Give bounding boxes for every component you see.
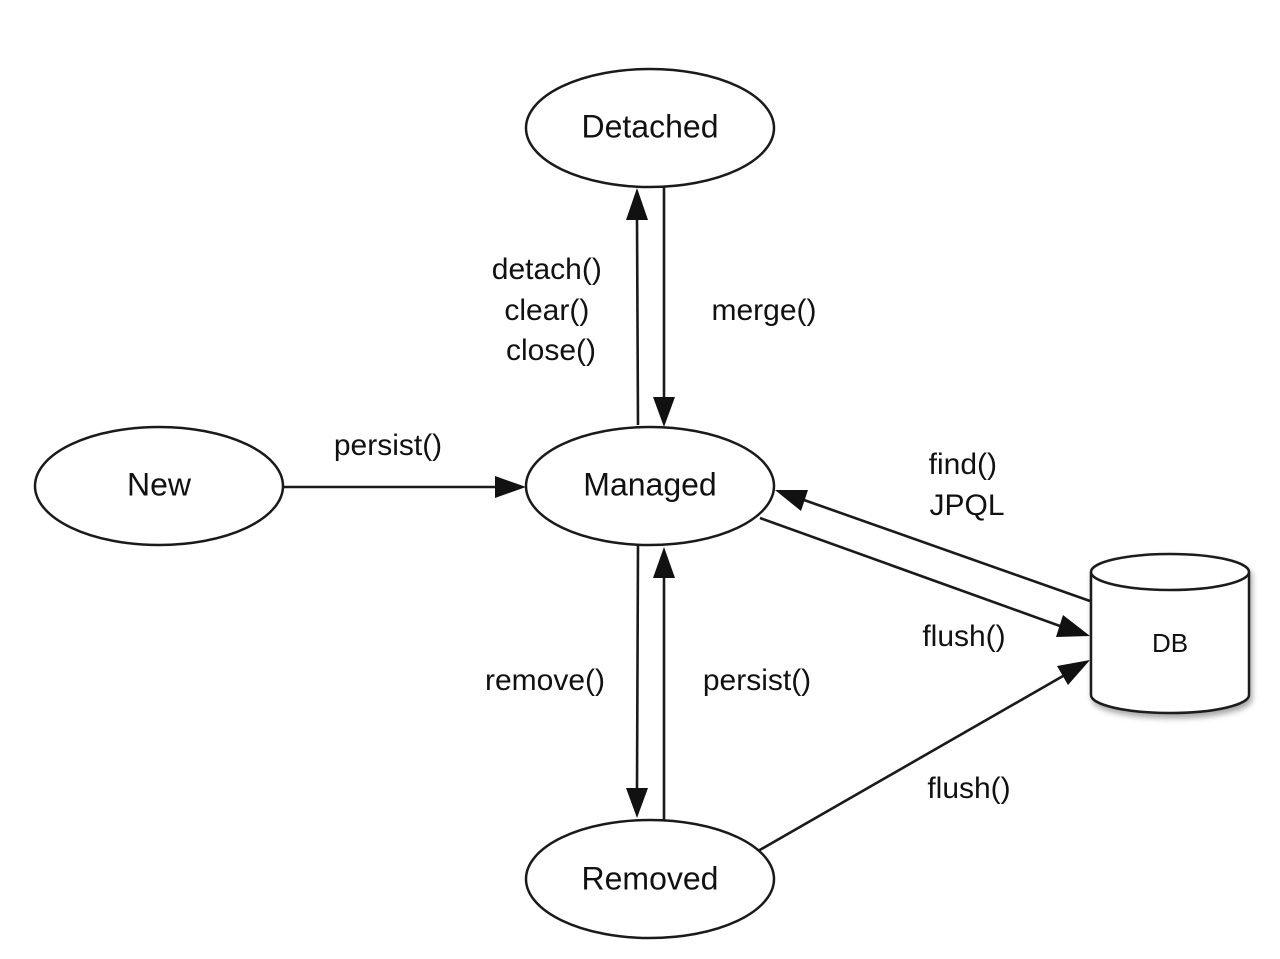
- find-label-line-1: find(): [929, 448, 997, 481]
- find-label-line-2: JPQL: [929, 489, 1004, 522]
- arrowhead-flush-removed: [1057, 660, 1090, 685]
- detach-label: detach() clear() close(): [492, 253, 610, 367]
- arrowhead-persist-removed: [653, 547, 675, 578]
- edge-find: [775, 490, 1091, 603]
- flush-managed-label: flush(): [922, 620, 1005, 653]
- edge-merge: [653, 183, 675, 427]
- edge-detach: [626, 188, 648, 426]
- edge-persist-removed: [653, 547, 675, 820]
- remove-label: remove(): [485, 664, 605, 697]
- detach-label-line-2: clear(): [504, 294, 589, 327]
- flush-removed-label: flush(): [927, 772, 1010, 805]
- detach-label-line-1: detach(): [492, 253, 602, 286]
- state-new-label: New: [127, 466, 192, 502]
- state-new: New: [33, 425, 285, 547]
- edge-flush-removed: [757, 660, 1090, 853]
- db-label: DB: [1152, 628, 1188, 658]
- db-cylinder: [1089, 552, 1251, 715]
- edge-flush-managed: [759, 516, 1090, 637]
- state-detached-label: Detached: [582, 108, 719, 144]
- merge-label: merge(): [711, 294, 816, 327]
- arrowhead-merge: [653, 397, 675, 427]
- state-removed-label: Removed: [582, 860, 719, 896]
- state-removed: Removed: [524, 818, 776, 940]
- arrowhead-remove: [626, 788, 648, 818]
- edge-persist-new: [283, 476, 526, 498]
- arrowhead-find: [775, 490, 808, 511]
- persist-removed-label: persist(): [703, 664, 811, 697]
- arrowhead-detach: [626, 188, 648, 220]
- arrowhead-persist-new: [495, 476, 526, 498]
- state-managed: Managed: [524, 425, 776, 547]
- find-label: find() JPQL: [929, 448, 1006, 522]
- arrowhead-flush-managed: [1056, 615, 1090, 637]
- edge-remove: [626, 544, 648, 818]
- state-detached: Detached: [524, 67, 776, 189]
- state-managed-label: Managed: [583, 466, 716, 502]
- persist-new-label: persist(): [334, 429, 442, 462]
- detach-label-line-3: close(): [506, 334, 596, 367]
